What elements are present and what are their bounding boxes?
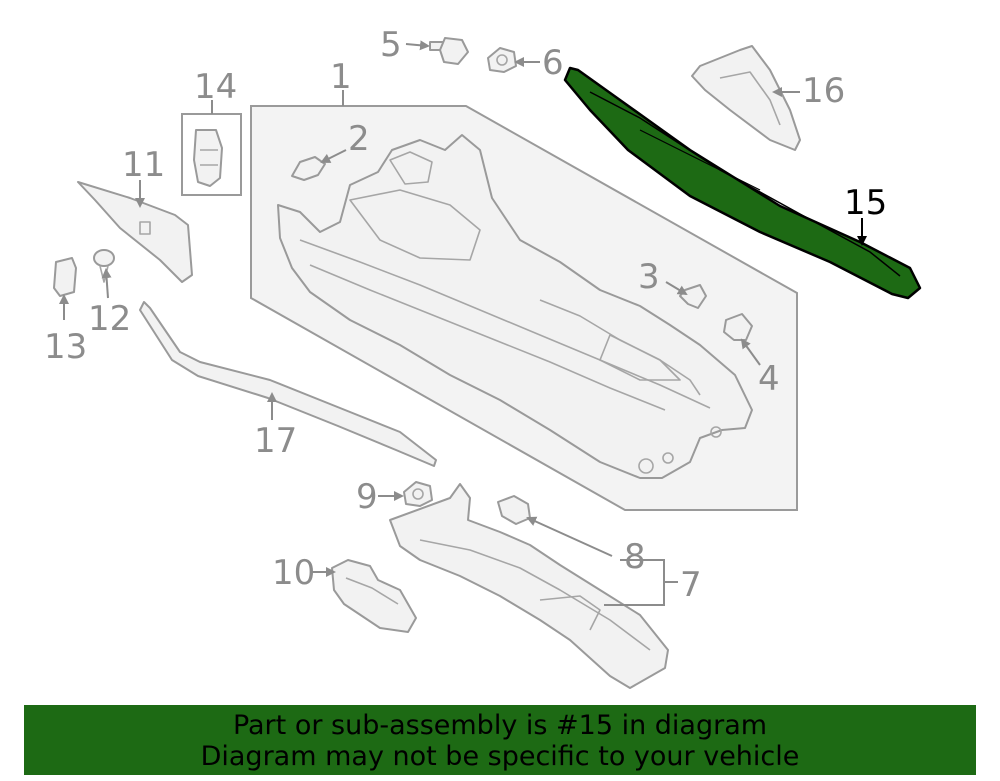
banner-line-2: Diagram may not be specific to your vehi…: [200, 741, 800, 772]
callout-2: 2: [348, 119, 370, 159]
part-14-clip[interactable]: [193, 129, 223, 187]
leader-2: [320, 149, 347, 163]
callout-16: 16: [802, 71, 845, 111]
part-10-support[interactable]: [331, 559, 417, 633]
part-13-plug[interactable]: [53, 257, 77, 297]
callout-13: 13: [44, 327, 87, 367]
callout-15: 15: [844, 183, 887, 223]
callout-14: 14: [194, 67, 237, 107]
callout-7: 7: [680, 565, 702, 605]
info-banner: Part or sub-assembly is #15 in diagram D…: [24, 705, 976, 775]
part-2-clip[interactable]: [291, 156, 326, 181]
callout-17: 17: [254, 421, 297, 461]
callout-11: 11: [122, 145, 165, 185]
callout-8: 8: [624, 537, 646, 577]
part-11-side-panel[interactable]: [77, 181, 193, 283]
callout-3: 3: [638, 257, 660, 297]
part-8-clip[interactable]: [497, 495, 531, 525]
part-1-console[interactable]: [277, 134, 753, 479]
leader-5: [405, 40, 430, 51]
callout-4: 4: [758, 359, 780, 399]
leader-3: [665, 281, 688, 296]
part-12-screw[interactable]: [93, 249, 115, 283]
callout-6: 6: [542, 43, 564, 83]
part-17-trim-strip[interactable]: [139, 301, 437, 467]
part-15-highlighted[interactable]: [563, 66, 922, 300]
part-7-bracket[interactable]: [389, 483, 669, 689]
callout-10: 10: [272, 553, 315, 593]
part-16-bracket[interactable]: [691, 45, 801, 151]
parts-diagram: 1 2 3 4 5 6 7 8 9 10 11 12 13 14 15 16 1…: [44, 25, 922, 689]
banner-line-1: Part or sub-assembly is #15 in diagram: [232, 710, 768, 741]
leader-8: [526, 516, 613, 557]
part-9-nut[interactable]: [403, 481, 433, 507]
callout-9: 9: [356, 477, 378, 517]
leader-4: [740, 338, 761, 366]
callout-1: 1: [330, 57, 352, 97]
leader-12: [101, 268, 112, 299]
part-6-nut[interactable]: [487, 47, 517, 73]
callout-5: 5: [380, 25, 402, 65]
callout-12: 12: [88, 299, 131, 339]
part-5-bolt[interactable]: [429, 37, 469, 65]
